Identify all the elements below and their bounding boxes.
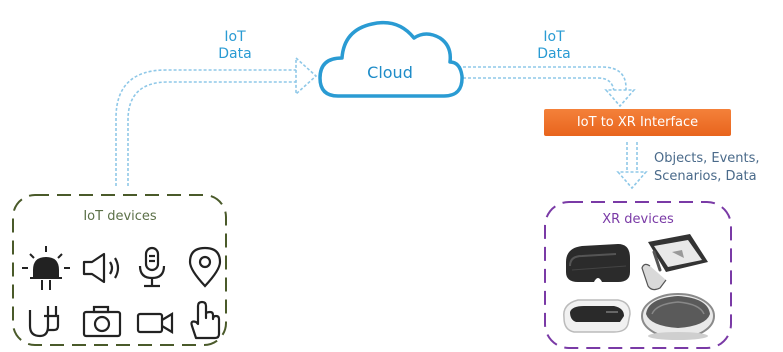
iot-data-right-line2: Data [537,46,571,62]
cloud-to-interface-arrow [458,66,636,108]
iot-data-left-line2: Data [218,46,252,62]
exchange-line1: Objects, Events, [654,151,760,166]
cloud-label: Cloud [367,63,413,82]
hand-pointer-icon [190,300,221,340]
iot-data-left-line1: IoT [224,29,246,45]
video-camera-icon [136,312,174,334]
smart-glasses [641,293,715,340]
xr-devices-title: XR devices [602,212,674,227]
vr-headset [566,244,630,282]
cloud-shape [318,20,464,98]
microphone-icon [138,246,166,288]
plug-icon [28,306,60,338]
iot-data-left-label: IoT Data [195,29,275,63]
iot-to-cloud-arrow [115,56,318,186]
tablet-ar [641,234,708,291]
iot-devices-title: IoT devices [83,209,157,224]
iot-data-right-label: IoT Data [514,29,594,63]
iot-devices-border [12,194,227,346]
exchange-line2: Scenarios, Data [654,169,757,184]
interface-to-xr-arrow [616,142,648,190]
exchange-label: Objects, Events, Scenarios, Data [654,150,782,186]
speaker-icon [82,252,120,284]
mixed-reality-headset [563,299,631,333]
iot-to-xr-interface-box: IoT to XR Interface [544,109,731,136]
camera-icon [82,305,122,338]
xr-devices-border [544,201,732,349]
led-icon [22,246,70,290]
iot-data-right-line1: IoT [543,29,565,45]
location-pin-icon [188,246,222,288]
